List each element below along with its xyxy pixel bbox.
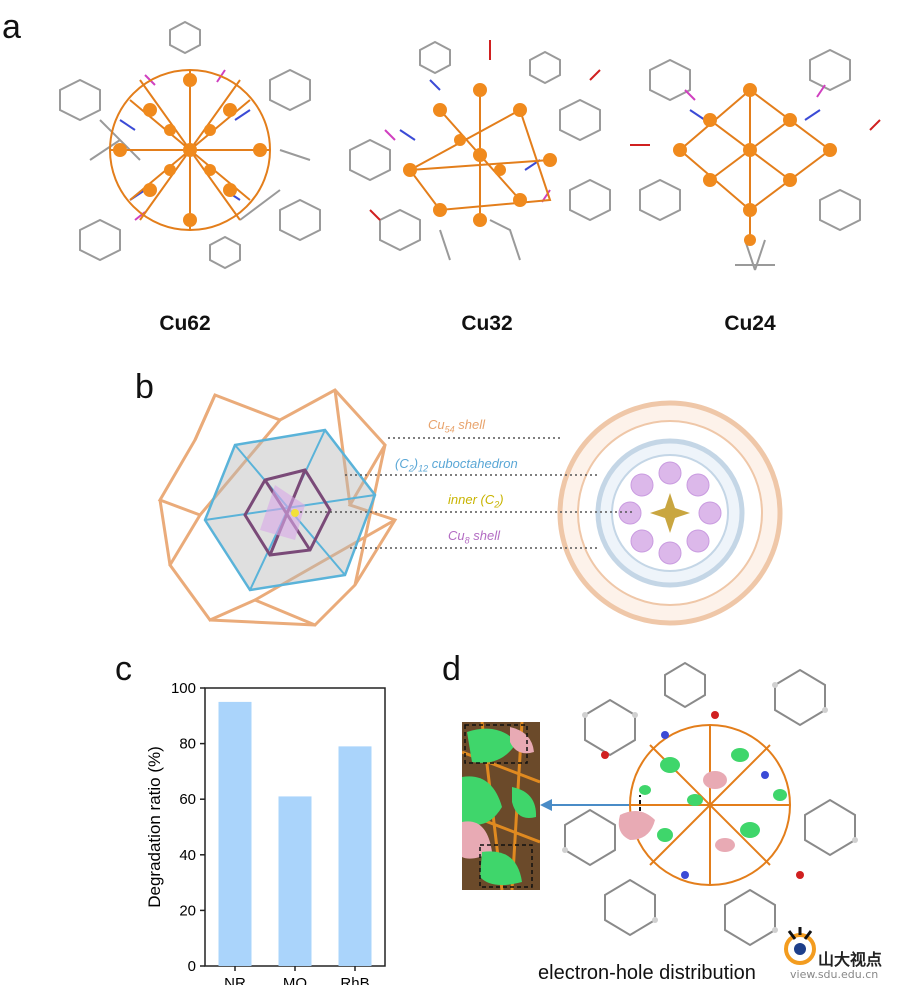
label-cu8-shell: Cu8 shell bbox=[448, 528, 500, 546]
label-inner-c2: inner (C2) bbox=[448, 492, 504, 510]
y-tick-label: 20 bbox=[179, 902, 196, 919]
x-tick-label: MO bbox=[283, 975, 307, 985]
y-tick-label: 0 bbox=[188, 958, 196, 975]
cu62-cluster-structure bbox=[59, 20, 321, 270]
x-tick-label: NR bbox=[224, 975, 246, 985]
label-cu54-shell: Cu54 shell bbox=[428, 417, 485, 435]
y-tick-label: 40 bbox=[179, 847, 196, 864]
y-axis-label: Degradation ratio (%) bbox=[145, 746, 164, 908]
degradation-bar-chart: 0 20 40 60 80 100 NR MO RhB Degradation ratio (… bbox=[145, 680, 386, 985]
panel-d-letter: d bbox=[442, 650, 461, 688]
electron-hole-caption: electron-hole distribution bbox=[538, 962, 756, 984]
cu32-cluster-structure bbox=[349, 40, 611, 261]
panel-b-letter: b bbox=[135, 368, 154, 406]
cu62-label: Cu62 bbox=[159, 312, 211, 335]
cu24-label: Cu24 bbox=[724, 312, 776, 335]
panel-c-letter: c bbox=[115, 650, 132, 688]
y-tick-label: 100 bbox=[171, 680, 196, 697]
panel-a-letter: a bbox=[2, 8, 21, 46]
watermark-url: view.sdu.edu.cn bbox=[790, 968, 879, 981]
bar-nr bbox=[218, 701, 252, 966]
cu32-label: Cu32 bbox=[461, 312, 513, 335]
inner-c2-star bbox=[650, 493, 690, 533]
label-c2-cuboctahedron: (C2)12 cuboctahedron bbox=[395, 456, 518, 474]
bar-mo bbox=[278, 796, 312, 966]
y-tick-label: 80 bbox=[179, 736, 196, 753]
electron-hole-zoom-inset bbox=[462, 722, 540, 890]
x-tick-label: RhB bbox=[340, 975, 369, 985]
bar-rhb bbox=[338, 746, 372, 966]
shell-structure-model bbox=[157, 388, 398, 627]
y-tick-label: 60 bbox=[179, 791, 196, 808]
cu24-cluster-structure bbox=[630, 48, 881, 271]
sdu-logo-icon bbox=[784, 927, 816, 965]
watermark-logo-text: 山大视点 bbox=[818, 950, 883, 969]
shell-schematic-rings bbox=[557, 400, 783, 626]
electron-hole-cluster-render bbox=[562, 661, 858, 947]
